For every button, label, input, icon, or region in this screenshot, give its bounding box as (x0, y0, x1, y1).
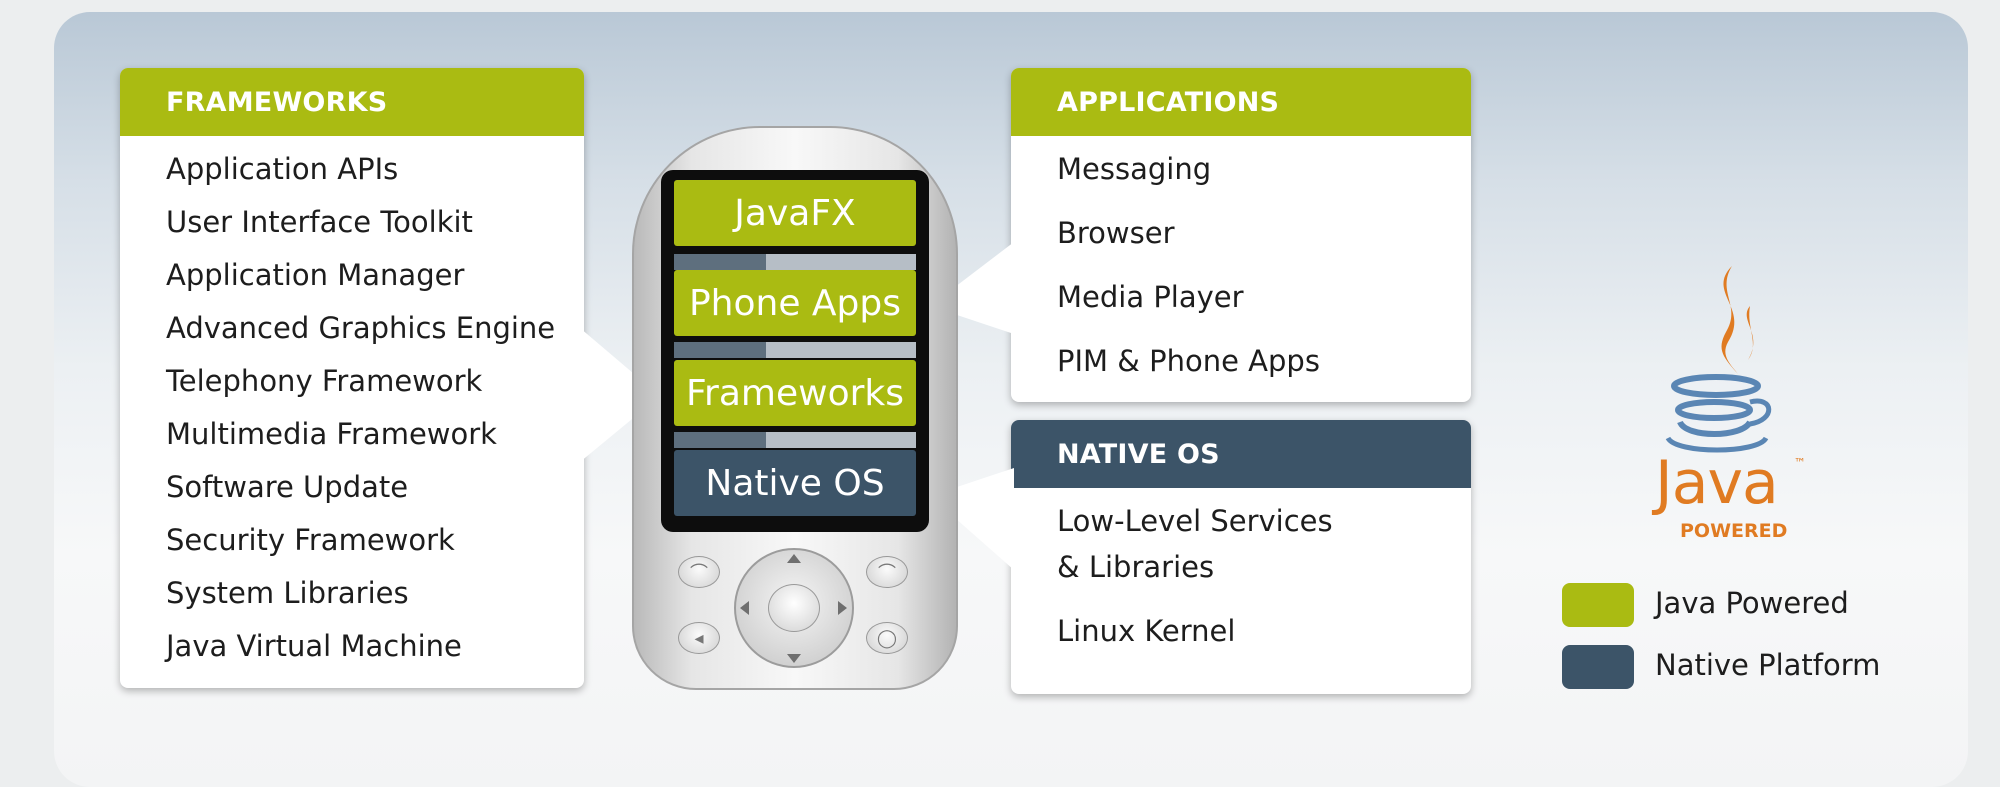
layer-javafx: JavaFX (674, 180, 916, 246)
frameworks-item: System Libraries (166, 576, 409, 610)
native-os-item: Linux Kernel (1057, 614, 1236, 648)
call-key-icon[interactable]: ⌒ (678, 556, 720, 588)
applications-title: APPLICATIONS (1011, 68, 1471, 136)
legend-swatch-native (1562, 645, 1634, 689)
layer-divider (674, 254, 916, 270)
java-logo-tm: ™ (1794, 456, 1806, 470)
layer-divider (674, 432, 916, 448)
applications-item: PIM & Phone Apps (1057, 344, 1320, 378)
native-os-box: NATIVE OS Low-Level Services & Libraries… (1011, 420, 1471, 694)
frameworks-item: Application APIs (166, 152, 399, 186)
dpad-left-icon[interactable] (740, 601, 749, 615)
frameworks-item: Telephony Framework (166, 364, 483, 398)
legend-label-native: Native Platform (1655, 648, 1881, 682)
dpad-up-icon[interactable] (787, 554, 801, 563)
native-os-item: & Libraries (1057, 550, 1215, 584)
applications-item: Browser (1057, 216, 1175, 250)
dpad-select-icon[interactable] (768, 584, 820, 632)
frameworks-item: Software Update (166, 470, 409, 504)
dpad-down-icon[interactable] (787, 654, 801, 663)
frameworks-title: FRAMEWORKS (120, 68, 584, 136)
layer-frameworks: Frameworks (674, 360, 916, 426)
layer-native-os: Native OS (674, 450, 916, 516)
applications-box: APPLICATIONS Messaging Browser Media Pla… (1011, 68, 1471, 402)
native-os-title: NATIVE OS (1011, 420, 1471, 488)
frameworks-item: User Interface Toolkit (166, 205, 473, 239)
frameworks-item: Advanced Graphics Engine (166, 311, 556, 345)
legend-label-java: Java Powered (1655, 586, 1849, 620)
frameworks-item: Multimedia Framework (166, 417, 497, 451)
layer-phone-apps: Phone Apps (674, 270, 916, 336)
frameworks-item: Security Framework (166, 523, 455, 557)
layer-divider (674, 342, 916, 358)
frameworks-item: Java Virtual Machine (166, 629, 462, 663)
applications-item: Messaging (1057, 152, 1212, 186)
frameworks-pointer (580, 328, 660, 462)
end-key-icon[interactable]: ⌒ (866, 556, 908, 588)
frameworks-item: Application Manager (166, 258, 465, 292)
back-key-icon[interactable]: ◂ (678, 622, 720, 654)
applications-item: Media Player (1057, 280, 1244, 314)
java-cup-icon (1665, 266, 1772, 453)
frameworks-box: FRAMEWORKS Application APIs User Interfa… (120, 68, 584, 688)
native-os-item: Low-Level Services (1057, 504, 1333, 538)
java-logo-powered: POWERED (1680, 520, 1788, 542)
legend-swatch-java (1562, 583, 1634, 627)
clear-key-icon[interactable]: ◯ (866, 622, 908, 654)
dpad-right-icon[interactable] (838, 601, 847, 615)
java-logo-word: Java (1655, 448, 1779, 518)
